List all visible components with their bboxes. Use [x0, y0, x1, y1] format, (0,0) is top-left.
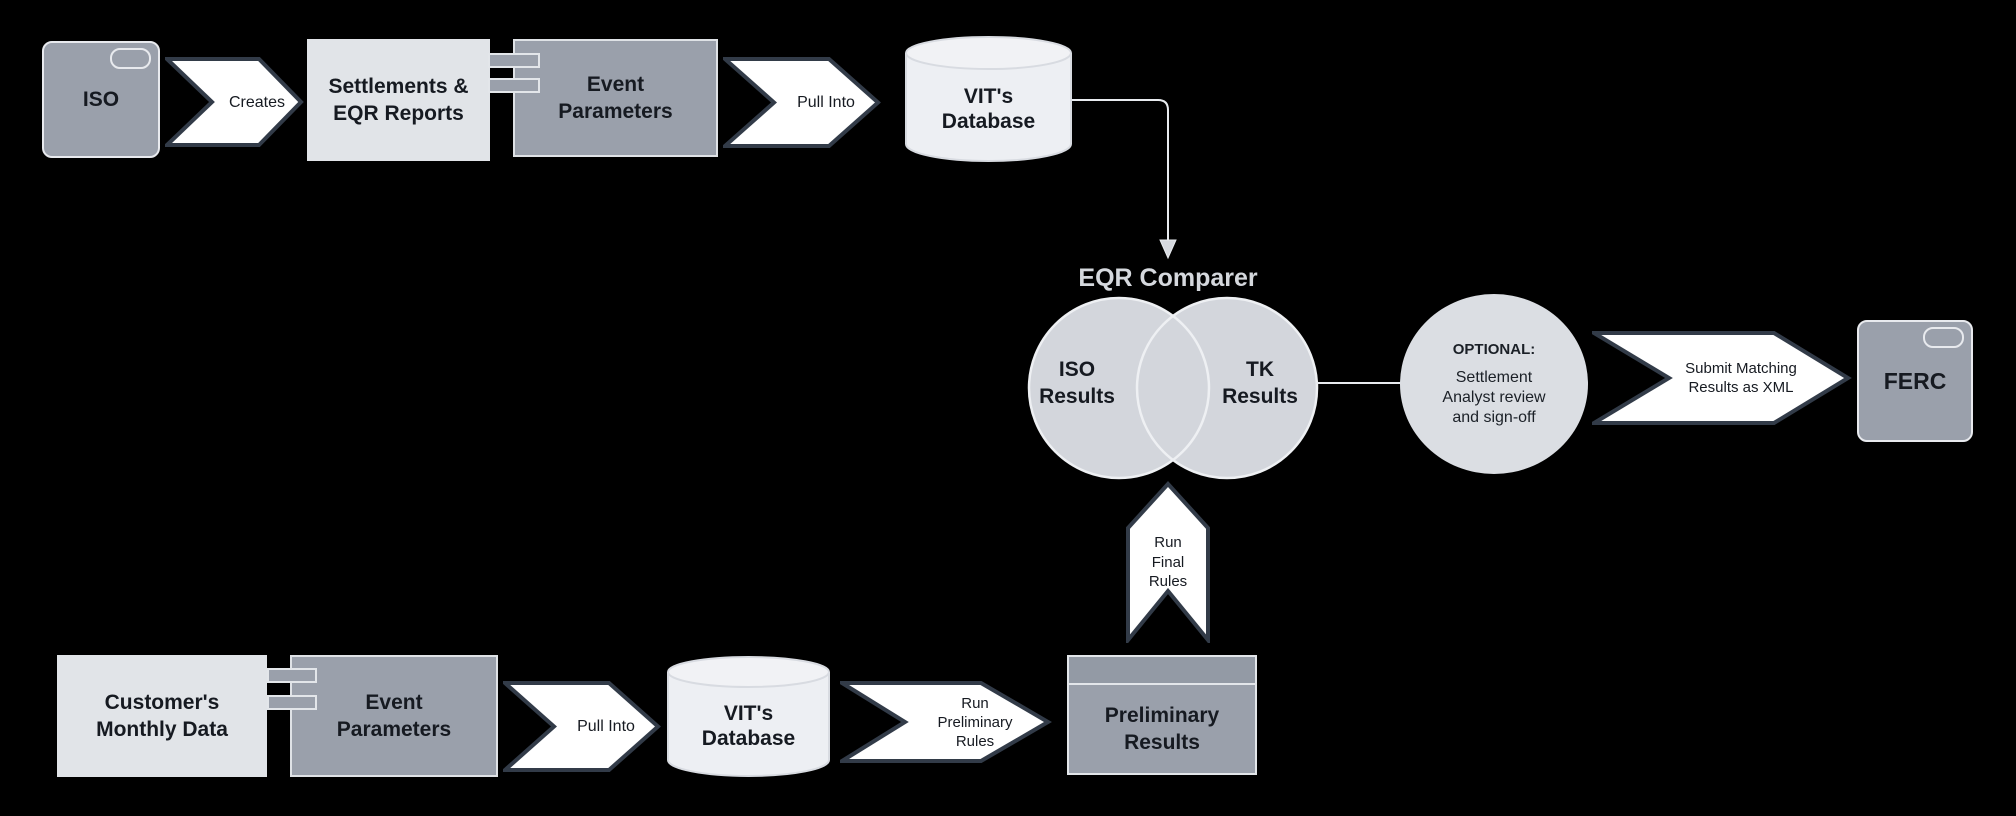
up-arrow-icon: [1126, 481, 1210, 643]
customer-line1: Customer's: [104, 691, 220, 714]
node-vits-database-top: VIT's Database: [905, 35, 1072, 162]
run-final-line2: Final: [1151, 553, 1185, 571]
tk-results-line2: Results: [1222, 385, 1298, 408]
tk-results-line1: TK: [1246, 358, 1274, 381]
vits-database-bottom-line2: Database: [701, 727, 796, 750]
vits-database-bottom-line1: VIT's: [723, 702, 774, 725]
component-tab-icon: [488, 78, 540, 93]
optional-line3: and sign-off: [1452, 408, 1536, 426]
connector-venn-to-optional: [1316, 382, 1402, 384]
run-preliminary-rules-arrow: Run Preliminary Rules: [840, 681, 1052, 763]
venn-diagram: [1027, 296, 1319, 480]
component-tab-icon: [267, 668, 317, 683]
card-pill-icon: [110, 48, 151, 69]
optional-line2: Analyst review: [1442, 388, 1546, 406]
customer-line2: Monthly Data: [96, 718, 228, 741]
creates-arrow-label: Creates: [228, 93, 286, 111]
label-iso-results: ISO Results: [1007, 356, 1147, 410]
pull-into-arrow-top: Pull Into: [723, 57, 881, 148]
label-tk-results: TK Results: [1190, 356, 1330, 410]
pull-into-top-label: Pull Into: [797, 94, 855, 111]
preliminary-results-line1: Preliminary: [1104, 704, 1220, 727]
right-arrow-icon: [503, 681, 661, 772]
node-settlements-eqr-reports: Settlements & EQR Reports: [307, 39, 490, 161]
node-event-parameters-top: Event Parameters: [513, 39, 718, 157]
component-tab-icon: [488, 53, 540, 68]
creates-arrow: Creates: [165, 57, 305, 147]
event-parameters-top-line1: Event: [586, 73, 645, 96]
run-final-rules-arrow: Run Final Rules: [1125, 481, 1211, 643]
venn-circles-icon: [1027, 296, 1319, 480]
event-parameters-top-line2: Parameters: [558, 100, 673, 123]
right-arrow-icon: [840, 681, 1052, 763]
node-preliminary-results: Preliminary Results: [1067, 655, 1257, 775]
node-customer-monthly-data: Customer's Monthly Data: [57, 655, 267, 777]
pull-into-bottom-label: Pull Into: [577, 718, 635, 735]
connector-db-to-comparer: [1072, 92, 1182, 269]
submit-arrow-line1: Submit Matching: [1685, 360, 1797, 377]
node-ferc-label: FERC: [1883, 367, 1947, 394]
run-final-line3: Rules: [1148, 573, 1188, 590]
settlements-line2: EQR Reports: [333, 102, 464, 125]
settlements-line1: Settlements &: [328, 75, 469, 98]
run-preliminary-line2: Preliminary: [937, 713, 1013, 731]
iso-results-line1: ISO: [1058, 358, 1096, 381]
card-pill-icon: [1923, 327, 1964, 348]
submit-matching-arrow: Submit Matching Results as XML: [1592, 331, 1852, 425]
vits-database-top-line2: Database: [941, 109, 1036, 133]
optional-heading: OPTIONAL:: [1452, 340, 1536, 358]
right-arrow-icon: [1592, 331, 1852, 425]
run-preliminary-line1: Run: [961, 694, 989, 712]
node-optional-review: OPTIONAL: Settlement Analyst review and …: [1400, 294, 1588, 474]
node-iso: ISO: [42, 41, 160, 158]
component-tab-icon: [267, 695, 317, 710]
node-ferc: FERC: [1857, 320, 1973, 442]
database-cylinder-icon: [905, 36, 1072, 162]
preliminary-results-header-band: [1069, 657, 1255, 685]
down-arrowhead-icon: [1159, 239, 1177, 260]
right-arrow-icon: [165, 57, 304, 147]
vits-database-top-line1: VIT's: [963, 84, 1014, 108]
run-preliminary-line3: Rules: [955, 732, 995, 750]
preliminary-results-line2: Results: [1124, 731, 1200, 754]
elbow-connector-icon: [1072, 99, 1177, 260]
submit-arrow-line2: Results as XML: [1688, 379, 1794, 396]
event-parameters-bottom-line1: Event: [365, 691, 423, 714]
pull-into-arrow-bottom: Pull Into: [503, 681, 661, 772]
node-vits-database-bottom: VIT's Database: [667, 655, 830, 777]
iso-results-line2: Results: [1039, 385, 1115, 408]
event-parameters-bottom-line2: Parameters: [336, 718, 452, 741]
optional-line1: Settlement: [1455, 368, 1533, 386]
right-arrow-icon: [723, 57, 881, 148]
node-iso-label: ISO: [82, 88, 120, 111]
run-final-line1: Run: [1154, 534, 1182, 551]
eqr-comparer-title: EQR Comparer: [1078, 264, 1258, 292]
node-event-parameters-bottom: Event Parameters: [290, 655, 498, 777]
database-cylinder-icon: [667, 656, 830, 777]
